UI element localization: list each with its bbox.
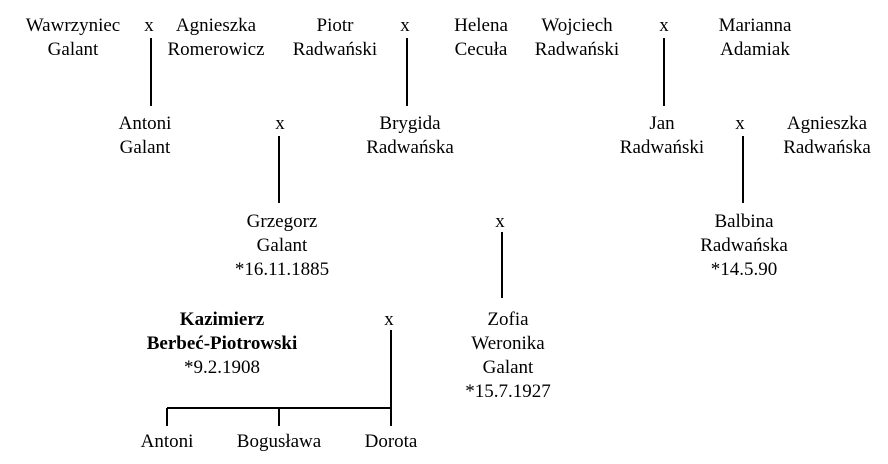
first-name: Kazimierz — [179, 309, 265, 330]
person-zofia-weronika-galant: Zofia Weronika Galant *15.7.1927 — [452, 308, 564, 404]
person-brygida-radwanska: Brygida Radwańska — [356, 112, 464, 160]
person-antoni-galant: Antoni Galant — [104, 112, 186, 160]
person-agnieszka-radwanska: Agnieszka Radwańska — [772, 112, 882, 160]
last-name: Romerowicz — [167, 39, 265, 60]
marriage-symbol: x — [735, 113, 745, 134]
last-name: Radwański — [619, 137, 705, 158]
last-name: Galant — [119, 137, 171, 158]
first-name: Brygida — [379, 113, 441, 134]
first-name: Piotr — [316, 15, 354, 36]
person-balbina-radwanska: Balbina Radwańska *14.5.90 — [690, 210, 798, 282]
first-name: Grzegorz — [246, 211, 318, 232]
middle-name: Weronika — [471, 333, 545, 354]
person-kazimierz-berbec-piotrowski: Kazimierz Berbeć-Piotrowski *9.2.1908 — [122, 308, 322, 380]
last-name: Adamiak — [720, 39, 790, 60]
last-name: Berbeć-Piotrowski — [146, 333, 298, 354]
last-name: Radwańska — [700, 235, 788, 256]
person-wojciech-radwanski: Wojciech Radwański — [526, 14, 628, 62]
last-name: Radwański — [292, 39, 378, 60]
last-name: Galant — [256, 235, 308, 256]
last-name: Galant — [47, 39, 99, 60]
marriage-symbol: x — [400, 15, 410, 36]
first-name: Helena — [454, 15, 508, 36]
person-dorota: Dorota — [350, 430, 432, 454]
first-name: Antoni — [140, 431, 194, 452]
first-name: Wojciech — [541, 15, 613, 36]
marriage-symbol: x — [144, 15, 154, 36]
first-name: Bogusława — [236, 431, 322, 452]
birth-date: *15.7.1927 — [465, 381, 551, 402]
marriage-symbol: x — [495, 211, 505, 232]
last-name: Radwańska — [366, 137, 454, 158]
last-name: Radwańska — [783, 137, 871, 158]
birth-date: *16.11.1885 — [234, 259, 330, 280]
first-name: Balbina — [714, 211, 774, 232]
birth-date: *9.2.1908 — [184, 357, 260, 378]
first-name: Agnieszka — [786, 113, 868, 134]
person-boguslawa: Bogusława — [224, 430, 334, 454]
person-agnieszka-romerowicz: Agnieszka Romerowicz — [158, 14, 274, 62]
marriage-symbol: x — [659, 15, 669, 36]
marriage-symbol: x — [384, 309, 394, 330]
marriage-symbol: x — [275, 113, 285, 134]
birth-date: *14.5.90 — [710, 259, 778, 280]
person-helena-cecula: Helena Cecuła — [440, 14, 522, 62]
last-name: Radwański — [534, 39, 620, 60]
last-name: Cecuła — [454, 39, 508, 60]
person-piotr-radwanski: Piotr Radwański — [286, 14, 384, 62]
person-jan-radwanski: Jan Radwański — [610, 112, 714, 160]
last-name: Galant — [482, 357, 534, 378]
first-name: Antoni — [118, 113, 172, 134]
person-grzegorz-galant: Grzegorz Galant *16.11.1885 — [222, 210, 342, 282]
person-antoni-child: Antoni — [127, 430, 207, 454]
first-name: Zofia — [487, 309, 529, 330]
first-name: Jan — [649, 113, 675, 134]
first-name: Marianna — [718, 15, 792, 36]
person-wawrzyniec-galant: Wawrzyniec Galant — [14, 14, 132, 62]
first-name: Wawrzyniec — [25, 15, 121, 36]
first-name: Agnieszka — [175, 15, 257, 36]
person-marianna-adamiak: Marianna Adamiak — [708, 14, 802, 62]
first-name: Dorota — [364, 431, 418, 452]
